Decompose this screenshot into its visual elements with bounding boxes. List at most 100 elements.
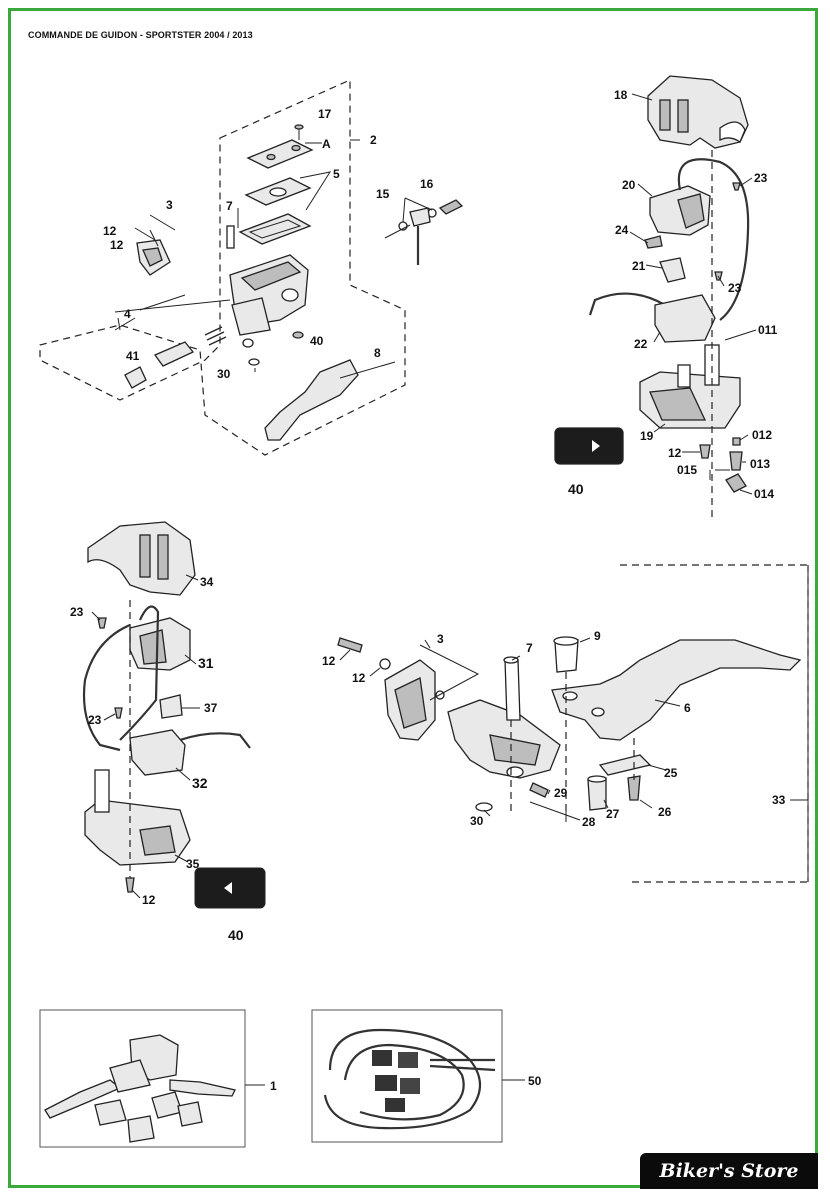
label-23b: 23 (728, 281, 742, 295)
label-2: 2 (370, 133, 377, 147)
label-23a: 23 (754, 171, 768, 185)
label-1: 1 (270, 1079, 277, 1093)
label-8: 8 (374, 346, 381, 360)
diaphragm (238, 213, 312, 245)
switch-22 (654, 294, 716, 343)
assembly-2-outline (39, 79, 406, 456)
right-switch-housing-assembly: 18 20 23 24 21 23 22 011 19 12 012 013 0… (554, 75, 778, 520)
piston-41 (124, 366, 147, 389)
label-27: 27 (606, 807, 620, 821)
label-7b: 7 (526, 641, 533, 655)
reservoir-cap (246, 139, 314, 169)
label-33: 33 (772, 793, 786, 807)
wire-harness-left (82, 605, 160, 752)
label-30: 30 (217, 367, 231, 381)
label-4: 4 (124, 307, 131, 321)
label-40b: 40 (568, 481, 584, 497)
label-24: 24 (615, 223, 629, 237)
label-30b: 30 (470, 814, 484, 828)
brake-lever (264, 359, 359, 441)
wire-harness (677, 158, 750, 321)
label-3b: 3 (437, 632, 444, 646)
spring-012 (732, 437, 741, 446)
screw-23a (732, 182, 741, 191)
label-013: 013 (750, 457, 770, 471)
label-12e: 12 (322, 654, 336, 668)
washer-30 (248, 358, 260, 366)
label-41: 41 (126, 349, 140, 363)
label-9: 9 (594, 629, 601, 643)
label-23d: 23 (88, 713, 102, 727)
clutch-lever-assembly: 3 12 12 7 9 6 25 29 30 28 27 26 33 (322, 564, 809, 883)
pivot-pin-7 (226, 225, 235, 249)
washer-30b (475, 802, 493, 812)
label-7: 7 (226, 199, 233, 213)
screw-29 (529, 782, 549, 798)
kit-photo-50: 50 (311, 1009, 542, 1143)
label-12f: 12 (352, 671, 366, 685)
label-19: 19 (640, 429, 654, 443)
label-012: 012 (752, 428, 772, 442)
washer-12f (379, 658, 391, 670)
module-40-right (554, 427, 624, 465)
bleeder-40 (292, 331, 304, 339)
label-25: 25 (664, 766, 678, 780)
brand-logo: Biker's Store (640, 1153, 818, 1189)
diagram-title: COMMANDE DE GUIDON - SPORTSTER 2004 / 20… (28, 30, 253, 40)
label-40c: 40 (228, 927, 244, 943)
label-32: 32 (192, 775, 208, 791)
label-50: 50 (528, 1074, 542, 1088)
clutch-lever-6 (551, 639, 802, 741)
cap-screw-hole (291, 144, 301, 152)
label-014: 014 (754, 487, 774, 501)
label-6: 6 (684, 701, 691, 715)
label-5: 5 (333, 167, 340, 181)
label-18: 18 (614, 88, 628, 102)
diagram-frame (8, 8, 818, 1188)
label-12b: 12 (110, 238, 124, 252)
screw-12d (125, 877, 135, 893)
label-37: 37 (204, 701, 218, 715)
label-12d: 12 (142, 893, 156, 907)
banjo-fitting (409, 207, 431, 227)
part-24 (644, 235, 663, 249)
master-cylinder-assembly: 17 A 2 5 7 3 12 12 16 15 4 40 41 30 8 (39, 79, 464, 456)
kit-photo-1: 1 (39, 1009, 277, 1148)
label-15: 15 (376, 187, 390, 201)
spacer-27 (587, 777, 607, 811)
spring (204, 326, 227, 346)
plate-hole (269, 187, 287, 197)
banjo-bolt-16 (438, 199, 464, 215)
label-28: 28 (582, 815, 596, 829)
screw-23c (97, 617, 107, 629)
label-16: 16 (420, 177, 434, 191)
bolt-26 (627, 775, 641, 801)
label-35: 35 (186, 857, 200, 871)
label-31: 31 (198, 655, 214, 671)
label-17: 17 (318, 107, 332, 121)
label-23c: 23 (70, 605, 84, 619)
screw-12e (337, 637, 363, 653)
label-40a: 40 (310, 334, 324, 348)
switch-21 (659, 257, 686, 283)
label-29: 29 (554, 786, 568, 800)
pin-7b (504, 659, 521, 721)
label-21: 21 (632, 259, 646, 273)
label-12c: 12 (668, 446, 682, 460)
label-20: 20 (622, 178, 636, 192)
label-22: 22 (634, 337, 648, 351)
screw-12c (699, 444, 711, 459)
label-015: 015 (677, 463, 697, 477)
label-3: 3 (166, 198, 173, 212)
switch-37 (159, 694, 183, 719)
label-26: 26 (658, 805, 672, 819)
label-12a: 12 (103, 224, 117, 238)
part-014 (725, 473, 747, 493)
left-switch-housing-assembly: 34 23 31 37 23 32 35 12 40 (70, 521, 266, 943)
cap-screw-hole (266, 153, 276, 161)
part-013 (729, 451, 743, 471)
piston-assembly (153, 341, 195, 367)
screw-23d (114, 707, 123, 719)
switch-32 (129, 729, 186, 776)
